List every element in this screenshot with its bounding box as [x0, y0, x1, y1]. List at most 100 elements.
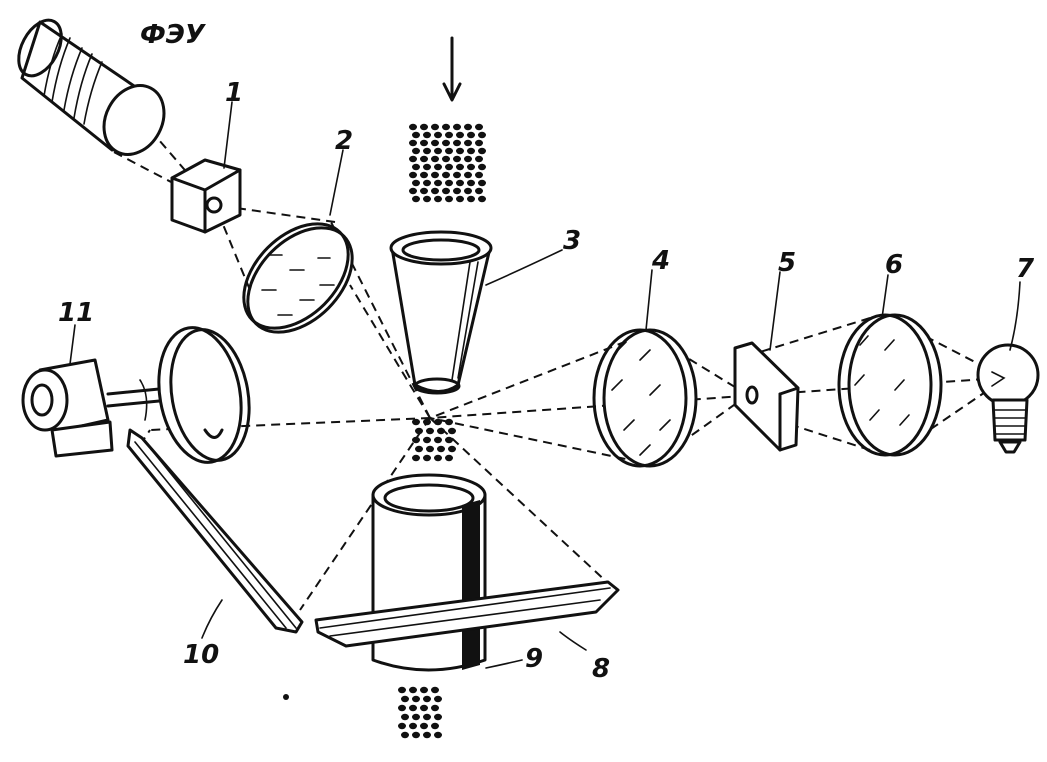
particle — [401, 713, 409, 721]
particle — [412, 163, 420, 171]
particle — [434, 454, 442, 462]
particle — [475, 123, 483, 131]
particle — [423, 454, 431, 462]
particle — [420, 686, 428, 694]
particle — [442, 171, 450, 179]
particle — [420, 171, 428, 179]
flow-direction-arrow — [442, 36, 462, 102]
particle — [398, 722, 406, 730]
particle — [445, 163, 453, 171]
particle — [423, 418, 431, 426]
particle — [467, 147, 475, 155]
particle — [420, 155, 428, 163]
particle — [431, 722, 439, 730]
particle — [412, 179, 420, 187]
particle — [456, 147, 464, 155]
particle — [456, 163, 464, 171]
particle — [398, 704, 406, 712]
particle — [434, 418, 442, 426]
particle — [431, 187, 439, 195]
particle — [445, 147, 453, 155]
particle — [415, 445, 423, 453]
particle — [431, 171, 439, 179]
particle — [434, 195, 442, 203]
label-2: 2 — [335, 126, 354, 156]
particle — [434, 163, 442, 171]
deflecting-mirror-horizontal — [314, 580, 620, 648]
particle — [423, 695, 431, 703]
particle — [475, 187, 483, 195]
particle — [434, 731, 442, 739]
particle — [478, 147, 486, 155]
particle — [420, 123, 428, 131]
particle — [442, 123, 450, 131]
particle — [426, 427, 434, 435]
particle-stream-middle — [412, 418, 456, 462]
particle — [431, 686, 439, 694]
particle — [453, 171, 461, 179]
particle — [431, 155, 439, 163]
particle — [464, 139, 472, 147]
particle — [398, 686, 406, 694]
particle — [478, 179, 486, 187]
particle — [456, 179, 464, 187]
particle — [478, 131, 486, 139]
particle — [423, 131, 431, 139]
particle — [409, 187, 417, 195]
particle — [420, 722, 428, 730]
label-pmt: ФЭУ — [140, 20, 205, 50]
particle — [448, 445, 456, 453]
particle — [445, 436, 453, 444]
particle — [431, 123, 439, 131]
particle — [420, 139, 428, 147]
particle — [445, 454, 453, 462]
particle — [409, 686, 417, 694]
particle — [464, 187, 472, 195]
particle — [412, 131, 420, 139]
particle — [478, 195, 486, 203]
particle — [409, 704, 417, 712]
particle — [412, 436, 420, 444]
particle — [453, 139, 461, 147]
motor-with-reflector — [21, 326, 251, 464]
particle — [445, 195, 453, 203]
particle-stream-top — [409, 123, 486, 203]
particle — [442, 187, 450, 195]
label-5: 5 — [778, 248, 797, 278]
particle — [467, 195, 475, 203]
particle — [467, 131, 475, 139]
particle — [409, 171, 417, 179]
label-11: 11 — [58, 298, 95, 328]
particle — [453, 123, 461, 131]
particle — [467, 179, 475, 187]
particle — [412, 731, 420, 739]
particle — [412, 695, 420, 703]
particle — [464, 123, 472, 131]
particle — [415, 427, 423, 435]
condenser-lens — [837, 313, 943, 457]
particle — [464, 155, 472, 163]
particle — [445, 131, 453, 139]
particle — [434, 131, 442, 139]
particle — [434, 695, 442, 703]
collecting-mirror — [242, 222, 354, 334]
particle — [423, 179, 431, 187]
particle — [423, 731, 431, 739]
particle — [409, 123, 417, 131]
particle — [445, 179, 453, 187]
particle — [434, 436, 442, 444]
particle — [456, 131, 464, 139]
particle — [467, 163, 475, 171]
particle — [409, 722, 417, 730]
label-3: 3 — [563, 226, 582, 256]
particle — [434, 147, 442, 155]
stray-dot — [283, 694, 289, 700]
particle — [478, 163, 486, 171]
label-10: 10 — [183, 640, 220, 670]
particle — [423, 436, 431, 444]
particle — [442, 155, 450, 163]
particle — [434, 713, 442, 721]
label-6: 6 — [885, 250, 904, 280]
